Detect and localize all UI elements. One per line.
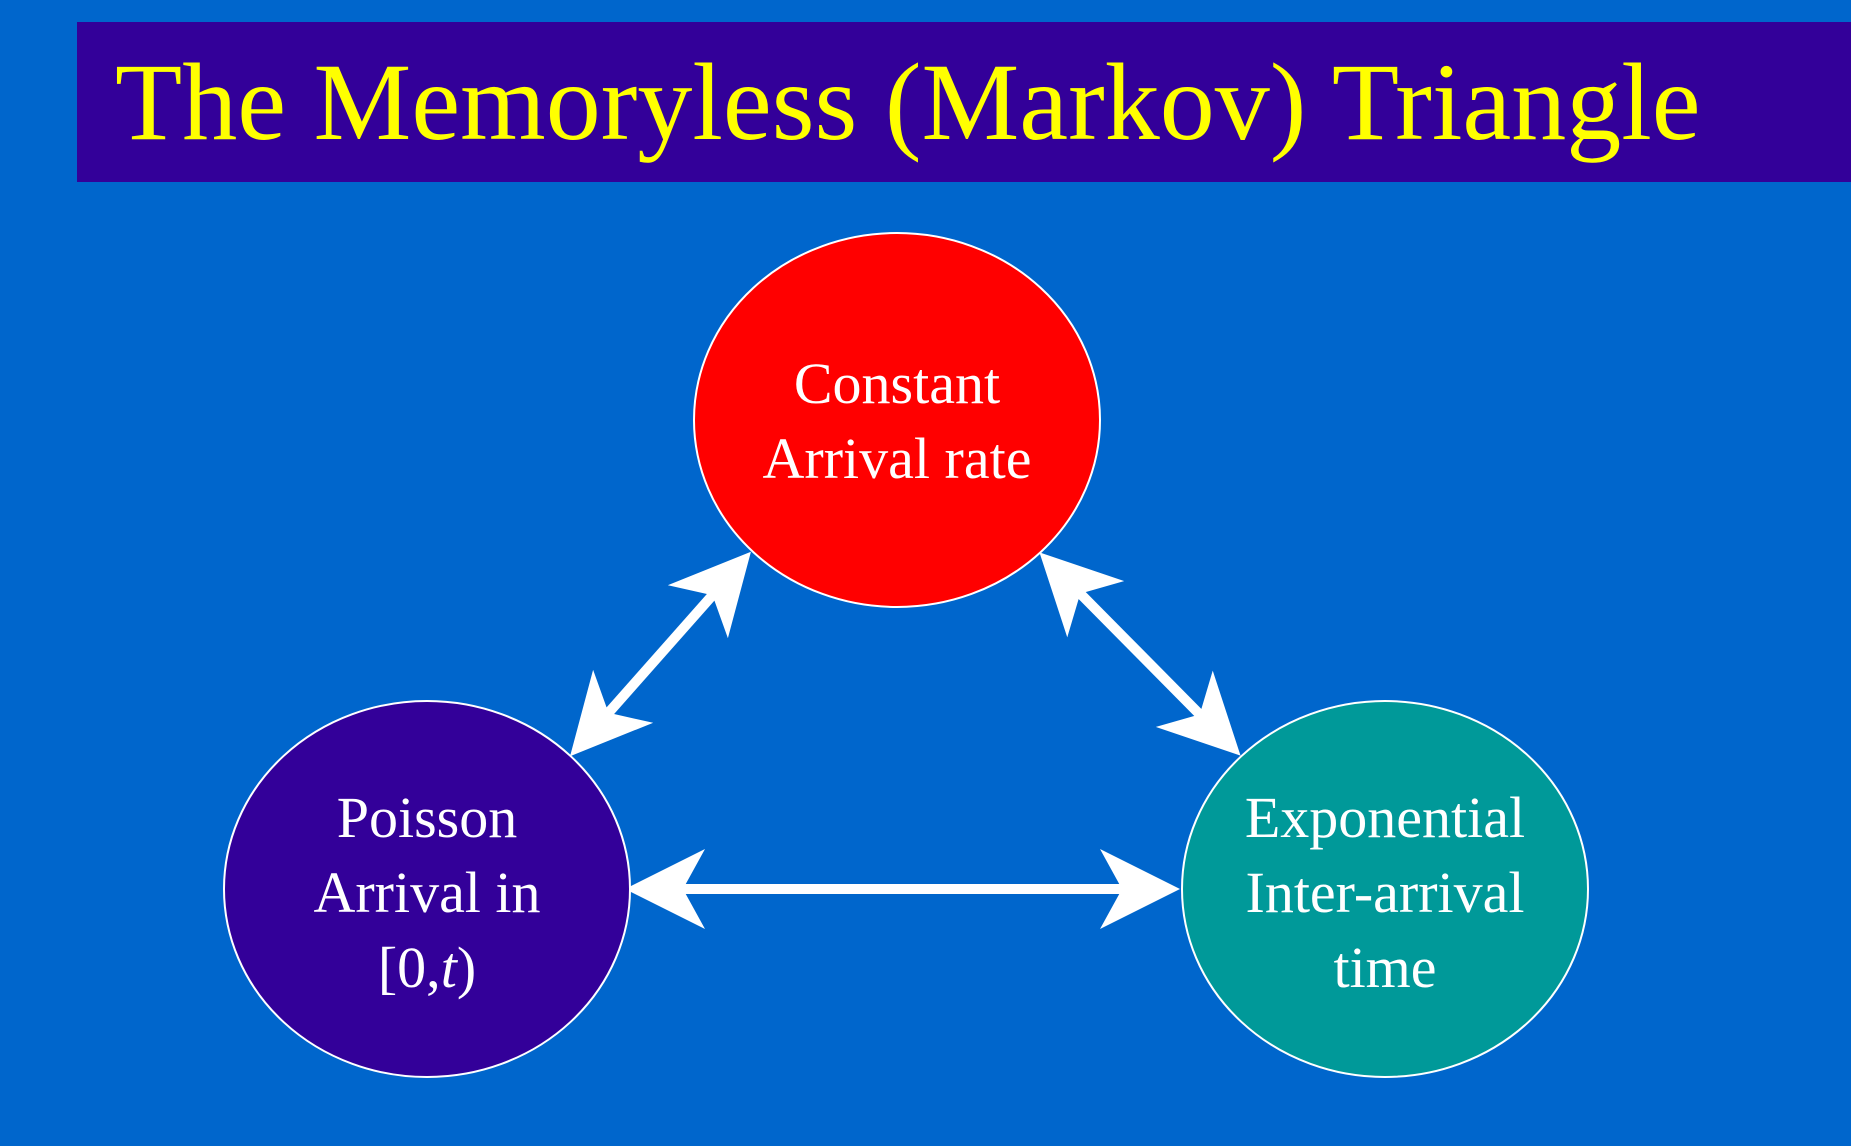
arrow-constant-poisson [570, 551, 751, 757]
node-exponential-interarrival [1181, 700, 1589, 1078]
node-poisson-line3: [0,t) [378, 935, 476, 1000]
interval-suffix: ) [457, 935, 476, 1000]
node-poisson-arrival [223, 700, 631, 1078]
node-exponential-line2: Inter-arrival [1246, 860, 1525, 925]
arrow-constant-exponential [1039, 552, 1241, 756]
interval-variable: t [441, 935, 459, 1000]
node-constant-line1: Constant [794, 351, 1000, 416]
node-constant-line2: Arrival rate [763, 426, 1032, 491]
title-bar: The Memoryless (Markov) Triangle [77, 22, 1851, 182]
node-exponential-line1: Exponential [1245, 785, 1525, 850]
interval-prefix: [0, [378, 935, 441, 1000]
node-exponential-line3: time [1333, 935, 1436, 1000]
node-poisson-line1: Poisson [337, 785, 518, 850]
slide-title: The Memoryless (Markov) Triangle [115, 41, 1701, 163]
node-constant-arrival-rate [693, 232, 1101, 608]
node-poisson-line2: Arrival in [313, 860, 540, 925]
